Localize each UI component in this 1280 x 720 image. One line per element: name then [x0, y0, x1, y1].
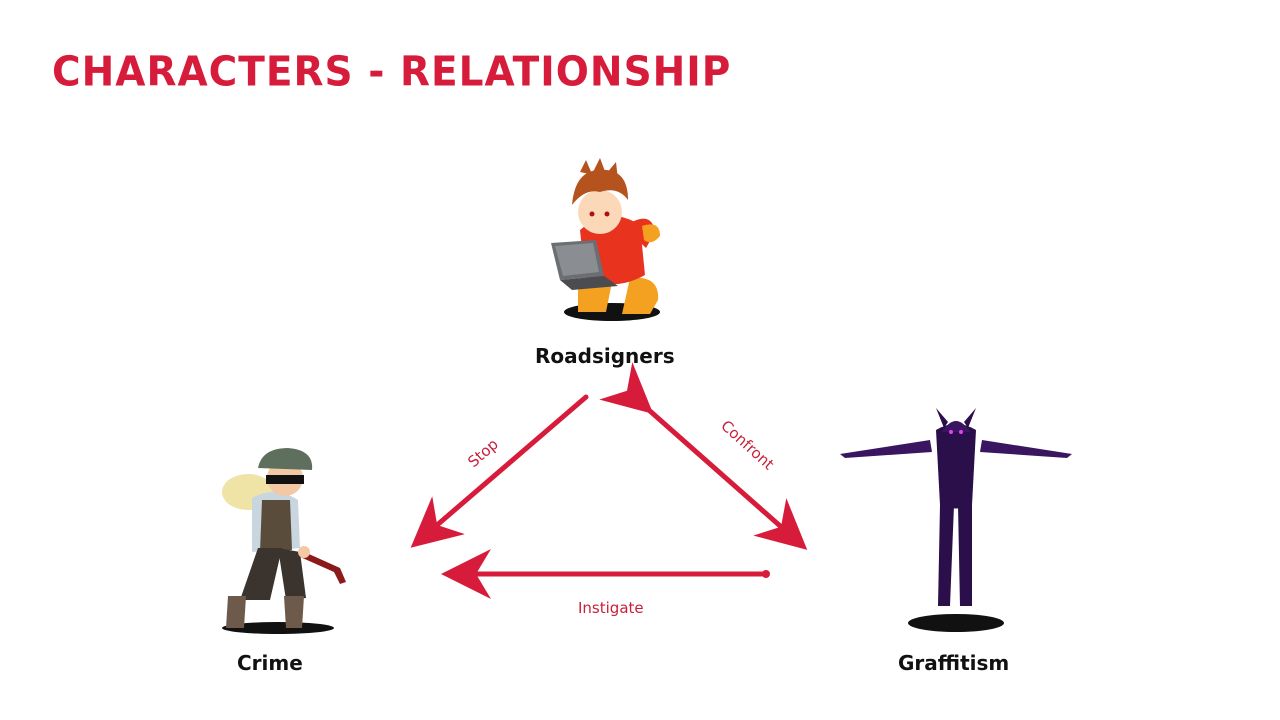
node-label-roadsigners: Roadsigners — [535, 344, 675, 368]
edge-label-instigate: Instigate — [578, 599, 644, 617]
edge-instigate — [441, 549, 770, 599]
edge-confront — [599, 362, 808, 550]
slide-title: CHARACTERS - RELATIONSHIP — [52, 48, 732, 97]
node-label-graffitism: Graffitism — [898, 651, 1010, 675]
hacker-character-icon — [551, 158, 660, 321]
node-label-crime: Crime — [237, 651, 303, 675]
thief-character-icon — [222, 448, 346, 634]
edge-stop — [410, 394, 589, 548]
purple-creature-icon — [840, 408, 1072, 632]
